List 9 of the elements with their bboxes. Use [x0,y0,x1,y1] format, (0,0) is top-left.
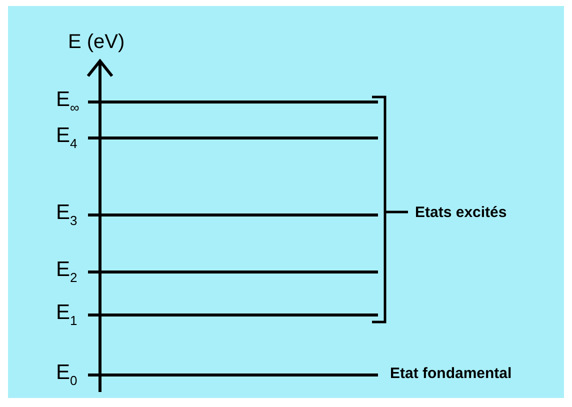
energy-level-label: E$_{1}$ [56,302,78,327]
energy-level-label: E$_{2}$ [56,259,78,284]
energy-level-label: E$_{∞}$ [56,89,80,114]
energy-level-label: E$_{4}$ [56,125,78,150]
energy-level-label: E$_{0}$ [56,362,78,387]
state-label: Etats excités [415,205,507,220]
axis-label: E (eV) [68,32,125,52]
state-label: Etat fondamental [390,366,512,381]
energy-level-label: E$_{3}$ [56,202,78,227]
